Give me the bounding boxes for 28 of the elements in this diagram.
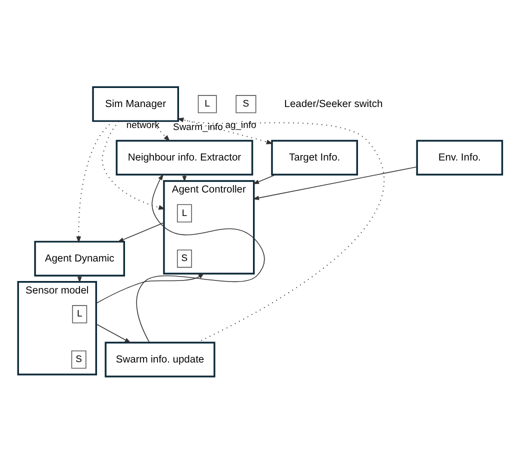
node-box: S [236, 95, 256, 114]
arrow [96, 272, 204, 304]
node-box: Sim Manager [92, 86, 180, 122]
node-box: S [176, 250, 192, 268]
arrow [117, 222, 164, 242]
arrow [178, 118, 274, 144]
arrow [76, 120, 114, 244]
arrow [77, 275, 82, 284]
edge-label: Swarm_info [173, 122, 223, 133]
node-box: Env. Info. [416, 140, 504, 176]
arrow [136, 174, 265, 343]
node-box: Swarm info. update [104, 342, 216, 378]
node-box: L [198, 95, 217, 114]
legend-label: Leader/Seeker switch [284, 98, 383, 110]
arrow [102, 121, 166, 210]
node-box: S [71, 350, 86, 369]
arrow [182, 174, 187, 182]
node-box: L [176, 204, 192, 222]
node-box: L [72, 305, 88, 324]
edge-label: network [126, 120, 160, 132]
arrow [252, 174, 276, 184]
node-box: Target Info. [271, 140, 358, 176]
arrow [96, 324, 132, 344]
node-box: Agent Dynamic [34, 240, 126, 276]
edge-label: ag_info [225, 120, 256, 132]
arrow [252, 166, 418, 200]
arrow [150, 120, 170, 142]
arrow [176, 118, 385, 343]
